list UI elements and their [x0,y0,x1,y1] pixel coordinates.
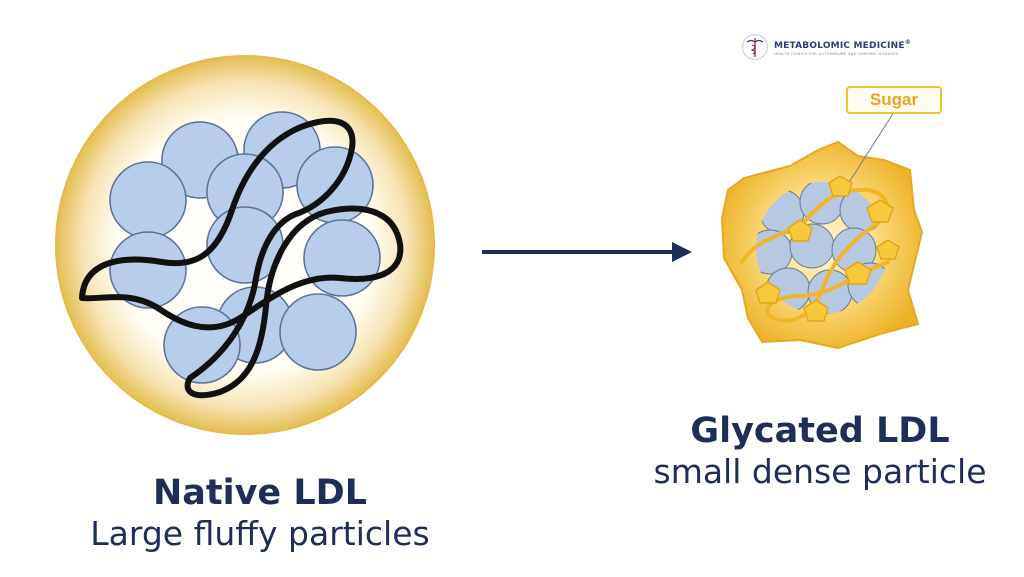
native-core-spheres [109,111,381,384]
sugar-pentagon [828,175,853,197]
glycated-ldl-subtitle: small dense particle [653,452,987,491]
native-ldl-subtitle: Large fluffy particles [90,514,430,553]
core-sphere [109,231,187,309]
core-sphere [279,293,357,371]
native-ldl-caption: Native LDL Large fluffy particles [60,472,460,554]
brand-tagline: HEALTH CLINICS FOR AUTOIMMUNE AND CHRONI… [774,52,899,56]
brand-logo: METABOLOMIC MEDICINE® HEALTH CLINICS FOR… [741,33,911,61]
glycated-ldl-title: Glycated LDL [690,411,950,451]
core-sphere [303,219,381,297]
sugar-pentagon [876,239,900,260]
glycated-ldl-caption: Glycated LDL small dense particle [620,410,1020,492]
native-ldl-particle [55,55,435,435]
sugar-pointer-line [847,111,895,185]
sugar-label: Sugar [846,86,942,114]
sugar-molecules [755,175,900,322]
sugar-pentagon [844,261,872,285]
conversion-arrow [482,242,692,262]
glycated-ldl-particle [720,111,924,350]
brand-name: METABOLOMIC MEDICINE® [774,39,911,51]
sugar-pentagon [866,199,894,223]
sugar-pentagon [787,219,813,242]
native-ldl-title: Native LDL [152,473,368,513]
apob-strand [79,117,404,399]
sugar-pentagon [755,281,781,304]
core-sphere [109,161,187,239]
sugar-pentagon [803,299,829,322]
caduceus-icon [741,33,769,61]
glycated-apob-strand [740,187,890,323]
